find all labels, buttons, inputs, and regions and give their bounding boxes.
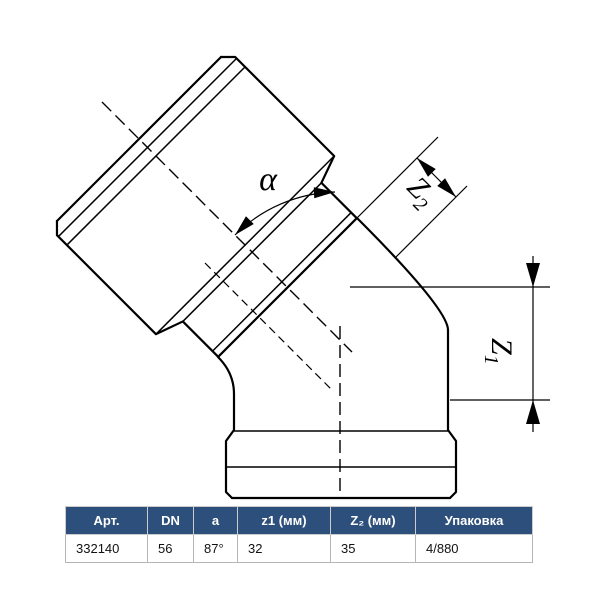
centerline-inclined — [101, 101, 353, 353]
header-dn: DN — [147, 506, 194, 535]
arrowhead — [235, 216, 254, 235]
pipe-fitting-drawing: α Z2 Z1 — [55, 55, 550, 500]
arrowhead — [417, 158, 436, 177]
bend-body — [216, 216, 458, 500]
header-art: Арт. — [65, 506, 148, 535]
spec-table-header-row: Арт. DN a z1 (мм) Z₂ (мм) Упаковка — [65, 506, 533, 535]
alpha-angle-annotation: α — [234, 161, 336, 236]
header-packaging: Упаковка — [415, 506, 533, 535]
cell-art: 332140 — [65, 534, 148, 563]
cell-dn: 56 — [147, 534, 194, 563]
hidden-bore-line — [204, 262, 334, 392]
z1-label: Z1 — [480, 338, 518, 365]
z2-dimension: Z2 — [356, 136, 468, 258]
cell-z1: 32 — [237, 534, 331, 563]
cell-z2: 35 — [330, 534, 416, 563]
header-z1: z1 (мм) — [237, 506, 331, 535]
arrowhead — [437, 178, 456, 197]
arrowhead — [526, 263, 540, 287]
alpha-angle-arc — [234, 191, 336, 236]
z1-dimension: Z1 — [350, 256, 550, 432]
alpha-label: α — [259, 161, 278, 198]
arrowhead — [313, 187, 335, 199]
header-z2: Z₂ (мм) — [330, 506, 416, 535]
cell-packaging: 4/880 — [415, 534, 533, 563]
arrowhead — [526, 400, 540, 424]
spec-table: Арт. DN a z1 (мм) Z₂ (мм) Упаковка 33214… — [65, 506, 533, 563]
cell-angle: 87° — [193, 534, 238, 563]
spec-table-row: 332140 56 87° 32 35 4/880 — [65, 534, 533, 563]
header-angle: a — [193, 506, 238, 535]
